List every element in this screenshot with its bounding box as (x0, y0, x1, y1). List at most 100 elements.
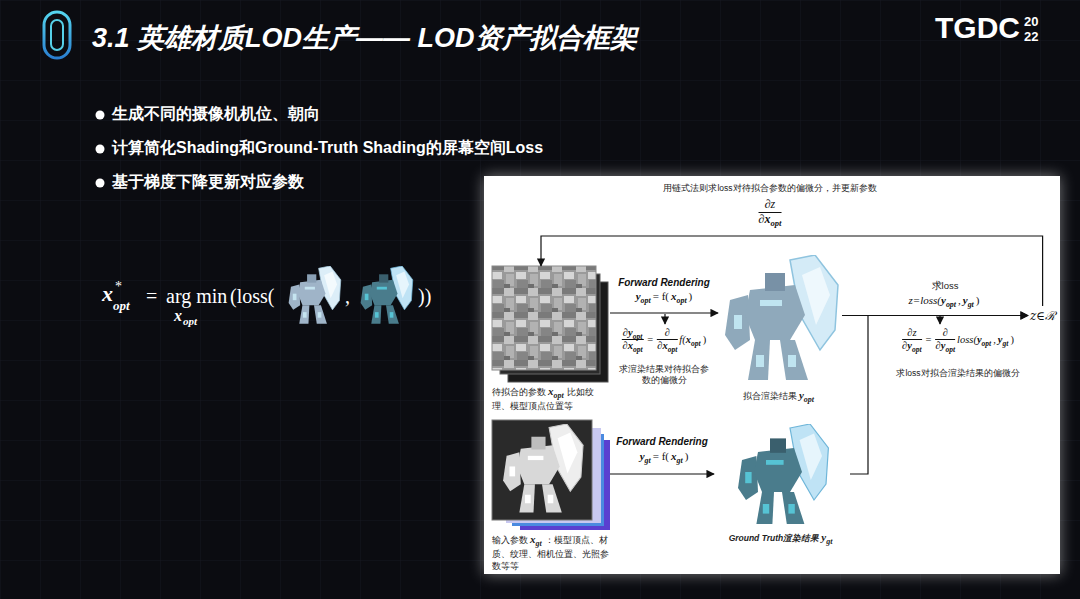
fraction-numerator: ∂z (759, 198, 782, 213)
math-text: ) (976, 294, 980, 306)
connector (610, 312, 718, 313)
logo-year: 20 (1024, 15, 1038, 28)
mesh-render (503, 424, 583, 512)
math-symbol: ∂z (765, 197, 776, 211)
node-text: 输入参数 (492, 535, 528, 545)
node-text: z∈ℛ (1028, 306, 1057, 325)
bullet-text: 生成不同的摄像机机位、朝向 (112, 104, 320, 125)
math-text: ) (703, 334, 707, 345)
formula-symbol: x (174, 307, 182, 325)
formula: ∂yopt∂xopt=∂∂xoptf(xopt) (620, 327, 708, 354)
math-symbol: loss( (957, 334, 977, 345)
math-subscript: opt (691, 339, 701, 348)
node-text: y (821, 531, 826, 543)
derivative-arrow (939, 315, 940, 324)
math-symbol: ∂y (623, 327, 633, 338)
formula: ∂z∂xopt (757, 198, 784, 229)
math-subscript: opt (633, 345, 643, 354)
robot-icon (361, 266, 413, 324)
slide-title: 3.1 英雄材质LOD生产—— LOD资产拟合框架 (92, 20, 637, 56)
texture-layer (492, 266, 596, 370)
math-text: = f( (653, 290, 669, 302)
bullet-text: 基于梯度下降更新对应参数 (112, 172, 304, 193)
math-symbol: ∂y (902, 340, 912, 351)
derivative-arrow (664, 314, 665, 324)
math-symbol: y (640, 450, 645, 462)
math-subscript: opt (633, 332, 643, 341)
connector (850, 316, 1028, 475)
math-text: ∂ (665, 327, 670, 338)
bullet-dot (96, 145, 105, 154)
formula: ygt= f(xgt) (640, 450, 691, 463)
math-symbol: y (998, 334, 1003, 345)
math-subscript: opt (770, 218, 781, 228)
fraction-denominator: ∂yopt (902, 340, 922, 354)
node-text: x (548, 385, 554, 397)
note-text: 求loss (932, 280, 959, 292)
caption: z∈ℛ (1028, 306, 1057, 325)
image-area (714, 424, 850, 530)
connector (541, 236, 1043, 306)
image-area (492, 420, 610, 532)
math-symbol: y (963, 294, 968, 306)
formula-text: = (146, 285, 157, 307)
image-node: 待拟合的参数xopt比如纹理、模型顶点位置等 (492, 266, 610, 412)
math-subscript: gt (645, 456, 651, 465)
formula: ∂z∂yopt=∂∂yoptloss(yopt,ygt) (900, 327, 1016, 354)
math-text: , (958, 294, 961, 306)
math-subscript: gt (677, 456, 683, 465)
math-subscript: opt (982, 339, 992, 348)
ground-truth-render (738, 424, 828, 524)
math-text: = (647, 334, 653, 345)
image-area (492, 266, 610, 384)
edge-label: Forward Rendering (618, 277, 710, 288)
fraction: ∂∂xopt (657, 327, 677, 354)
image-node: 拟合渲染结果yopt (718, 255, 842, 404)
caption: Ground Truth渲染结果ygt (714, 530, 850, 546)
formula: z=loss(yopt,ygt) (909, 294, 982, 307)
formula-subscript: opt (183, 315, 197, 327)
image-node: Ground Truth渲染结果ygt (714, 424, 850, 546)
math-symbol: ∂x (759, 212, 771, 226)
fraction: ∂∂yopt (936, 327, 956, 354)
math-symbol: y (941, 294, 946, 306)
math-text: ) (685, 450, 689, 462)
math-subscript: opt (668, 345, 678, 354)
math-subscript: opt (945, 345, 955, 354)
math-symbol: x (671, 450, 677, 462)
formula-text: )) (418, 285, 431, 307)
logo-icon (44, 12, 70, 58)
math-subscript: gt (968, 300, 974, 309)
note-text: 求渲染结果对待拟合参数的偏微分 (618, 364, 710, 386)
caption: 拟合渲染结果yopt (718, 388, 842, 404)
note-text: 求loss对拟合渲染结果的偏微分 (896, 368, 1019, 379)
note-text: 用链式法则求loss对待拟合参数的偏微分，并更新参数 (663, 183, 876, 194)
node-text: gt (536, 539, 542, 548)
math-symbol: y (977, 334, 982, 345)
math-subscript: opt (912, 345, 922, 354)
node-text: y (799, 389, 804, 401)
fraction: ∂z ∂yopt (902, 327, 922, 354)
math-symbol: f( (679, 334, 685, 345)
connector (610, 473, 714, 474)
math-text: ) (689, 290, 693, 302)
math-symbol: ∂z (907, 327, 916, 338)
node-text: 待拟合的参数 (492, 387, 546, 397)
formula-symbol: x (102, 282, 113, 306)
fraction-numerator: ∂ (936, 327, 956, 340)
fraction-denominator: ∂xopt (622, 340, 644, 354)
bullet-dot (96, 111, 105, 120)
caption: 待拟合的参数xopt比如纹理、模型顶点位置等 (492, 384, 610, 412)
math-subscript: gt (1003, 339, 1009, 348)
math-symbol: ∂x (623, 340, 633, 351)
math-symbol: x (686, 334, 691, 345)
math-text: = (926, 334, 932, 345)
fraction-numerator: ∂yopt (622, 327, 644, 340)
bullet-text: 计算简化Shading和Ground-Truth Shading的屏幕空间Los… (112, 138, 543, 159)
image-area (718, 255, 842, 388)
node-text: x (530, 533, 536, 545)
logo-year: 22 (1024, 30, 1038, 43)
math-symbol: y (636, 290, 641, 302)
